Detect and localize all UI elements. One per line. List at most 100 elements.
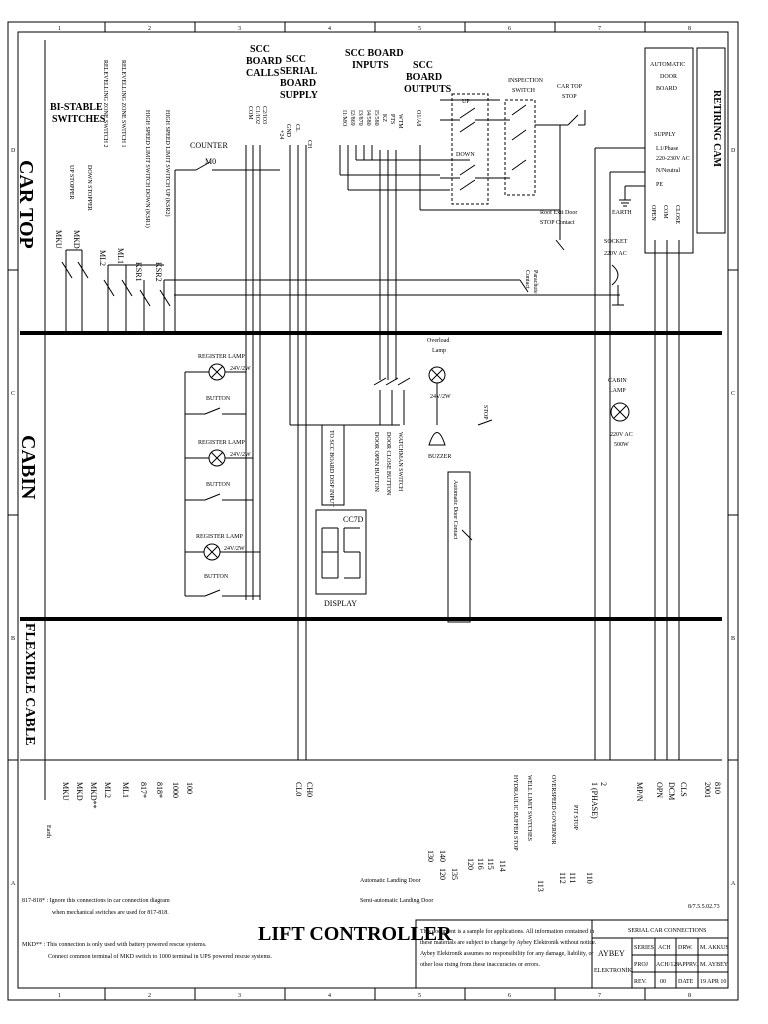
svg-text:2: 2 — [148, 993, 151, 999]
switch-ksr2: KSR2 — [154, 262, 163, 282]
svg-text:1000: 1000 — [171, 782, 180, 798]
svg-text:00: 00 — [660, 979, 666, 985]
svg-text:BUTTON: BUTTON — [204, 574, 229, 580]
input-pins: I1/MO I2/869 I3/870 I4/580 I5/580 KZ PTS… — [339, 110, 470, 380]
counter-label: COUNTER — [190, 141, 228, 150]
switch-descriptions: DOWN STOPPER UP STOPPER RELEVELLING ZONE… — [68, 60, 171, 228]
svg-text:DOWN: DOWN — [456, 152, 475, 158]
svg-text:500W: 500W — [614, 442, 629, 448]
register-lamp-3: REGISTER LAMP 24V/2W BUTTON — [185, 534, 260, 597]
svg-text:I3/870: I3/870 — [357, 110, 363, 126]
svg-text:24V/2W: 24V/2W — [224, 546, 245, 552]
cartop-stop-2: STOP — [562, 94, 577, 100]
serial-pins: GND CL CH +24 — [278, 124, 400, 760]
svg-text:140: 140 — [438, 850, 447, 862]
socket-2: 220V AC — [604, 251, 627, 257]
svg-text:APPRV.: APPRV. — [678, 962, 698, 968]
svg-text:RELEVELLING ZONE SWITCH 1: RELEVELLING ZONE SWITCH 1 — [120, 60, 126, 147]
section-cabin: CABIN — [17, 435, 39, 500]
svg-text:120: 120 — [466, 858, 475, 870]
scc-calls-3: CALLS — [246, 68, 280, 79]
sheet-title: SERIAL CAR CONNECTIONS — [628, 928, 706, 934]
note-2b: Connect common terminal of MKD switch to… — [48, 953, 272, 960]
auto-door-2: DOOR — [660, 74, 677, 80]
svg-text:REGISTER LAMP: REGISTER LAMP — [198, 440, 246, 446]
svg-text:CLS: CLS — [679, 782, 688, 797]
register-lamp-1: REGISTER LAMP 24V/2W BUTTON — [185, 354, 251, 415]
earth-label: EARTH — [612, 210, 632, 216]
svg-text:REGISTER LAMP: REGISTER LAMP — [196, 534, 244, 540]
auto-door-contact: Automatic Door Contact — [452, 480, 458, 540]
svg-text:110: 110 — [585, 872, 594, 884]
switch-ml1: ML1 — [116, 248, 125, 264]
svg-text:114: 114 — [498, 860, 507, 872]
svg-text:DCM: DCM — [667, 782, 676, 800]
svg-text:1: 1 — [58, 26, 61, 32]
svg-text:COM: COM — [662, 205, 668, 219]
m0-label: M0 — [205, 157, 216, 166]
svg-text:C: C — [11, 391, 15, 397]
svg-text:4: 4 — [328, 26, 331, 32]
svg-text:DOOR CLOSE BUTTON: DOOR CLOSE BUTTON — [385, 432, 391, 496]
svg-text:CL0: CL0 — [294, 782, 303, 796]
svg-text:WATCHMAN SWITCH: WATCHMAN SWITCH — [397, 432, 403, 492]
svg-text:COM: COM — [247, 106, 253, 120]
scc-serial-4: SUPPLY — [280, 90, 319, 101]
svg-text:113: 113 — [536, 880, 545, 892]
svg-text:these materials are subject to: these materials are subject to change by… — [420, 940, 597, 946]
svg-text:OVERSPEED GOVERNOR: OVERSPEED GOVERNOR — [550, 775, 556, 845]
svg-text:BUTTON: BUTTON — [206, 482, 231, 488]
document-number: 8/7.5.5.02.73 — [688, 904, 720, 910]
svg-text:5: 5 — [418, 993, 421, 999]
svg-text:HYDRAULIC BUFFER STOP: HYDRAULIC BUFFER STOP — [512, 775, 518, 851]
svg-text:GND: GND — [285, 124, 291, 138]
svg-text:L1/Phase: L1/Phase — [656, 146, 679, 152]
scc-outputs-2: BOARD — [406, 72, 442, 83]
svg-text:N/Neutral: N/Neutral — [656, 168, 680, 174]
bistable-title-2: SWITCHES — [52, 114, 106, 125]
display-connector — [321, 424, 345, 506]
svg-text:UP: UP — [462, 99, 470, 105]
landing-semi: Semi-automatic Landing Door — [360, 898, 433, 904]
inner-frame — [17, 31, 729, 989]
svg-text:1 (PHASE): 1 (PHASE) — [590, 782, 599, 819]
company-name: AYBEY — [598, 949, 625, 958]
svg-text:DOWN STOPPER: DOWN STOPPER — [86, 165, 92, 211]
svg-text:7: 7 — [598, 26, 601, 32]
svg-text:7: 7 — [598, 993, 601, 999]
svg-text:ML2: ML2 — [103, 782, 112, 798]
output-pin: O1/A8 — [415, 110, 421, 126]
scc-calls-1: SCC — [250, 44, 270, 55]
terminals-phase: 2 1 (PHASE) — [590, 782, 608, 819]
cartop-stop-switch — [559, 110, 586, 240]
terminals-right: MP/N OPN DCM CLS 2001 810 — [635, 782, 722, 802]
svg-text:3: 3 — [238, 993, 241, 999]
earth-terminal: Earth — [45, 825, 51, 838]
svg-text:A: A — [731, 881, 736, 887]
svg-text:other loss rising from these i: other loss rising from these inaccuracie… — [420, 961, 540, 968]
svg-text:M. AYBEY: M. AYBEY — [700, 962, 729, 968]
section-flexible-cable: FLEXIBLE CABLE — [22, 623, 37, 746]
parachute-contact: Parachute — [532, 270, 538, 294]
limit-switches: MKU MKD ML2 ML1 KSR1 KSR2 — [54, 230, 620, 333]
svg-text:+24: +24 — [278, 130, 284, 139]
display-label: DISPLAY — [324, 599, 357, 608]
register-lamp-2: REGISTER LAMP 24V/2W BUTTON — [185, 440, 253, 501]
svg-text:810: 810 — [713, 782, 722, 794]
svg-text:M. AKKUS: M. AKKUS — [700, 945, 729, 951]
svg-text:ML1: ML1 — [121, 782, 130, 798]
svg-text:120: 120 — [438, 868, 447, 880]
svg-text:5: 5 — [418, 26, 421, 32]
svg-text:OPN: OPN — [655, 782, 664, 798]
svg-text:B: B — [731, 636, 735, 642]
scc-outputs-3: OUTPUTS — [404, 84, 452, 95]
svg-text:WELL LIMIT SWITCHES: WELL LIMIT SWITCHES — [526, 775, 532, 841]
svg-text:111: 111 — [568, 872, 577, 883]
svg-text:DRW.: DRW. — [678, 945, 693, 951]
inspection-2: SWITCH — [512, 88, 536, 94]
svg-text:This document is a sample for: This document is a sample for applicatio… — [420, 928, 594, 935]
svg-text:PE: PE — [656, 182, 663, 188]
svg-text:I1/MO: I1/MO — [341, 110, 347, 127]
switch-mku: MKU — [54, 230, 63, 249]
